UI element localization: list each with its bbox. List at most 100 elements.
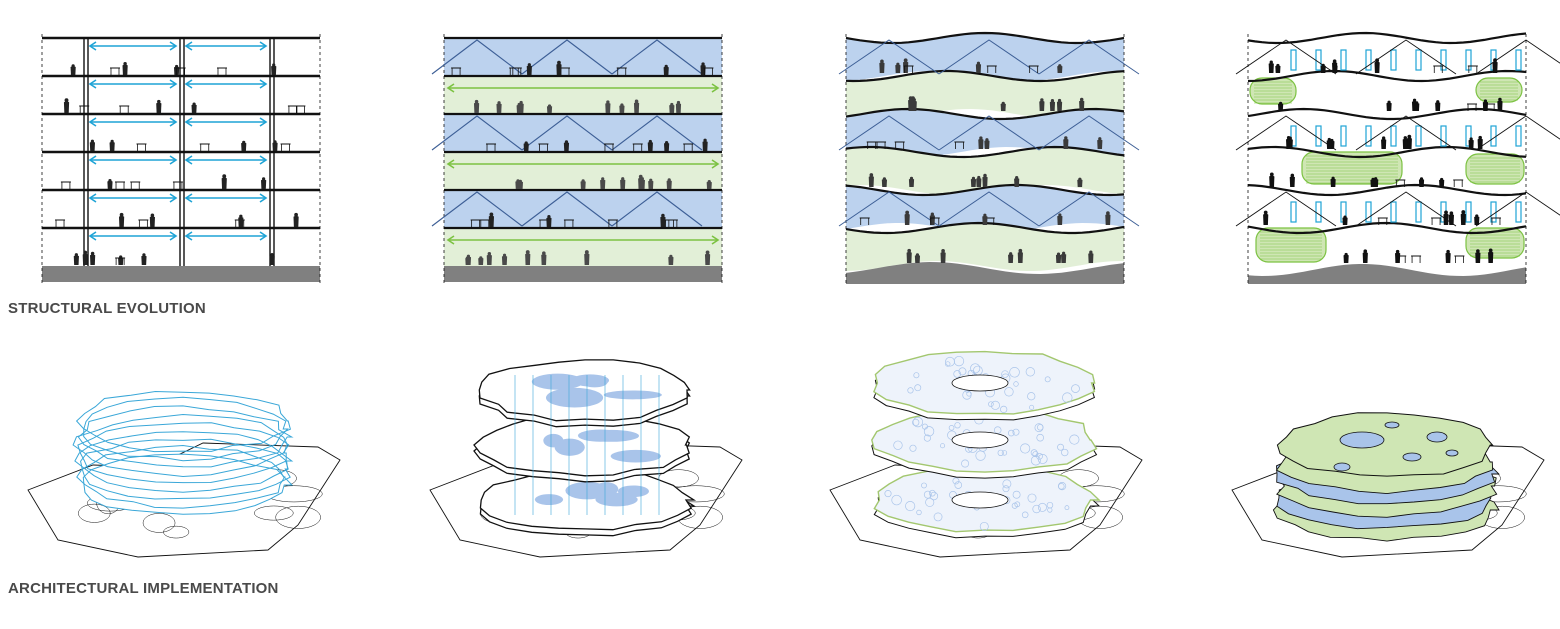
person-silhouette	[647, 139, 653, 151]
mesh-cell	[1032, 504, 1041, 514]
axonometric-meshed-slabs	[829, 350, 1143, 558]
green-pod	[1465, 153, 1525, 185]
work-zone	[846, 185, 1124, 233]
furniture	[119, 105, 130, 113]
mesh-cell	[916, 509, 922, 516]
furniture	[109, 67, 120, 75]
mesh-cell	[921, 423, 928, 430]
person-silhouette	[639, 177, 645, 189]
mesh-cell	[1007, 429, 1015, 437]
furniture	[664, 219, 675, 227]
diagonal-brace	[938, 39, 1040, 75]
person-silhouette	[976, 175, 982, 187]
work-zone	[846, 109, 1124, 157]
program-void	[595, 492, 638, 507]
person-silhouette	[1435, 100, 1441, 111]
person-silhouette	[73, 253, 79, 265]
glazing-mullion	[1415, 125, 1422, 147]
furniture	[538, 143, 549, 151]
program-void	[554, 438, 585, 456]
person-silhouette	[122, 61, 128, 75]
mesh-cell	[1012, 428, 1020, 436]
person-silhouette	[1402, 136, 1408, 149]
person-silhouette	[1056, 98, 1063, 111]
wireframe-floor-outline	[76, 444, 286, 509]
glazing-mullion	[1340, 125, 1347, 147]
diagonal-brace	[611, 115, 703, 151]
undulating-slab	[1247, 145, 1527, 159]
program-void	[571, 374, 610, 387]
person-silhouette	[1343, 252, 1349, 263]
mesh-cell	[940, 443, 946, 449]
diagonal-brace	[1355, 115, 1457, 151]
person-silhouette	[1386, 100, 1392, 111]
mesh-cell	[905, 500, 916, 512]
person-silhouette	[906, 248, 912, 263]
site-contour	[254, 505, 294, 521]
person-silhouette	[1269, 172, 1275, 187]
furniture	[929, 217, 940, 225]
roof-opening	[1339, 431, 1385, 449]
axonometric-solid-green-stack	[1231, 412, 1545, 558]
mesh-cell	[1062, 392, 1073, 403]
mesh-cell	[990, 400, 1000, 410]
axonometric-slabs-with-columns	[429, 359, 743, 558]
mesh-cell	[1027, 392, 1036, 401]
mesh-cell	[948, 425, 955, 431]
person-silhouette	[1497, 97, 1503, 111]
person-silhouette	[669, 102, 675, 113]
person-silhouette	[118, 255, 124, 265]
mesh-cell	[954, 481, 963, 489]
program-void	[545, 387, 604, 408]
person-silhouette	[1373, 177, 1379, 187]
undulating-slab	[1247, 107, 1527, 121]
person-silhouette	[982, 213, 988, 225]
person-silhouette	[90, 251, 96, 265]
diagonal-brace	[1038, 191, 1140, 227]
social-zone	[444, 228, 722, 266]
person-silhouette	[1445, 249, 1451, 263]
person-silhouette	[1105, 211, 1111, 225]
work-zone	[846, 33, 1124, 81]
mesh-cell	[1057, 443, 1064, 451]
roof-slab	[1276, 412, 1494, 477]
person-silhouette	[1057, 213, 1063, 225]
mesh-cell	[923, 434, 931, 442]
mesh-cell	[962, 390, 972, 400]
span-arrow	[184, 117, 268, 127]
mesh-cell	[925, 497, 935, 507]
person-silhouette	[107, 178, 113, 189]
person-silhouette	[1443, 210, 1449, 225]
furniture	[199, 143, 210, 151]
social-zone	[846, 147, 1124, 195]
mesh-cell	[952, 477, 960, 485]
person-silhouette	[1014, 175, 1020, 187]
person-silhouette	[648, 178, 654, 189]
wireframe-floor-outline	[80, 438, 291, 500]
person-silhouette	[895, 62, 901, 73]
furniture	[1396, 255, 1407, 263]
furniture	[55, 219, 66, 227]
furniture	[295, 105, 306, 113]
span-arrow	[184, 79, 268, 89]
person-silhouette	[1275, 63, 1281, 73]
person-silhouette	[191, 102, 197, 113]
person-silhouette	[1474, 214, 1480, 225]
person-silhouette	[1079, 97, 1085, 111]
person-silhouette	[1330, 176, 1336, 187]
mesh-cell	[1029, 404, 1035, 410]
diagonal-brace	[838, 115, 940, 151]
work-zone	[444, 38, 722, 76]
person-silhouette	[1049, 98, 1056, 111]
mesh-cell	[929, 489, 936, 497]
person-silhouette	[1439, 177, 1445, 187]
diagonal-brace	[1235, 39, 1337, 75]
site-contour	[78, 503, 111, 523]
diagonal-brace	[1038, 39, 1140, 75]
furniture	[986, 65, 997, 73]
glazing-mullion	[1515, 125, 1522, 147]
furniture	[563, 219, 574, 227]
program-void	[531, 373, 584, 390]
person-silhouette	[619, 103, 625, 113]
person-silhouette	[600, 177, 606, 189]
